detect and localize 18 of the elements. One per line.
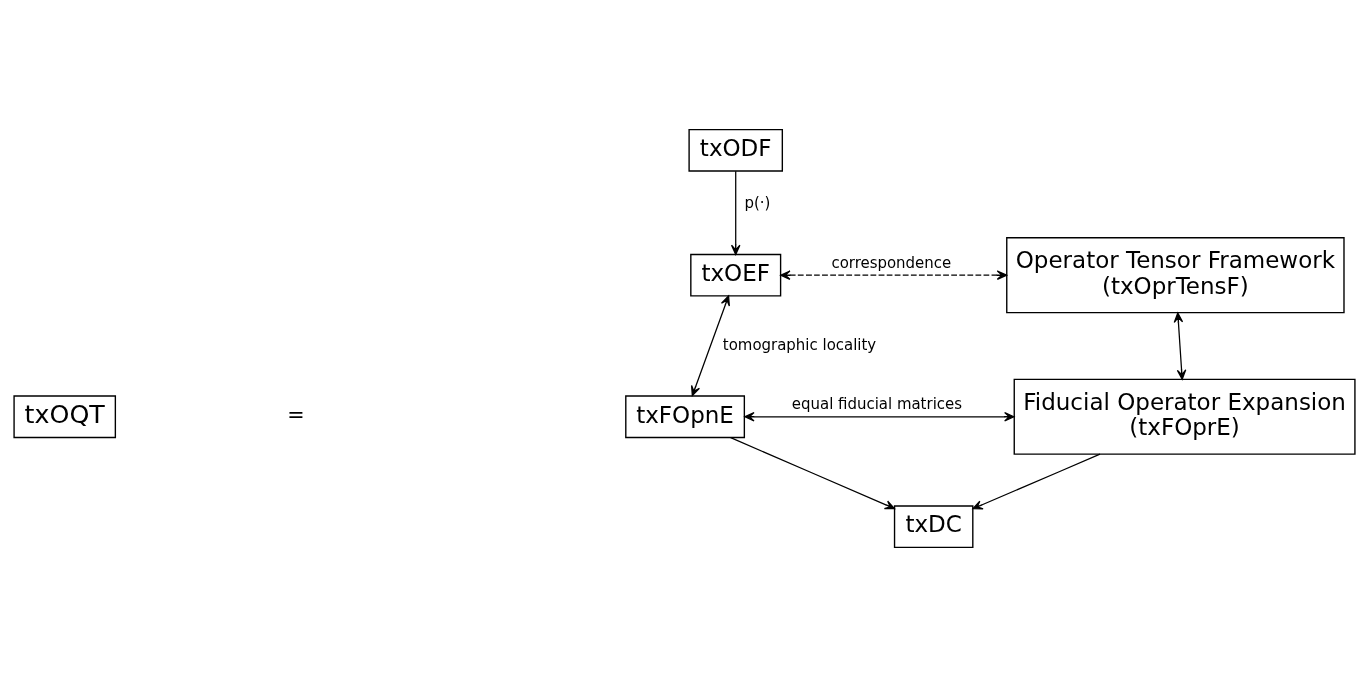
node-box: txFOpnE — [625, 395, 746, 439]
edge-label: correspondence — [831, 253, 952, 272]
edge-label: tomographic locality — [722, 335, 877, 354]
node-box: txOEF — [690, 253, 782, 297]
node-box: txOQT — [13, 395, 117, 439]
arrow — [1173, 312, 1187, 380]
arrow — [730, 170, 741, 256]
node-box: Operator Tensor Framework (txOprTensF) — [1006, 237, 1345, 314]
arrow — [744, 412, 1015, 422]
node-box: txDC — [893, 505, 974, 549]
edge-label: equal fiducial matrices — [791, 395, 963, 414]
edge-label: p(·) — [744, 194, 771, 213]
arrow — [690, 295, 730, 397]
arrow — [730, 437, 896, 510]
label: = — [287, 402, 305, 427]
node-box: txODF — [688, 128, 784, 172]
node-box: Fiducial Operator Expansion (txFOprE) — [1013, 378, 1356, 455]
arrow — [780, 270, 1008, 280]
